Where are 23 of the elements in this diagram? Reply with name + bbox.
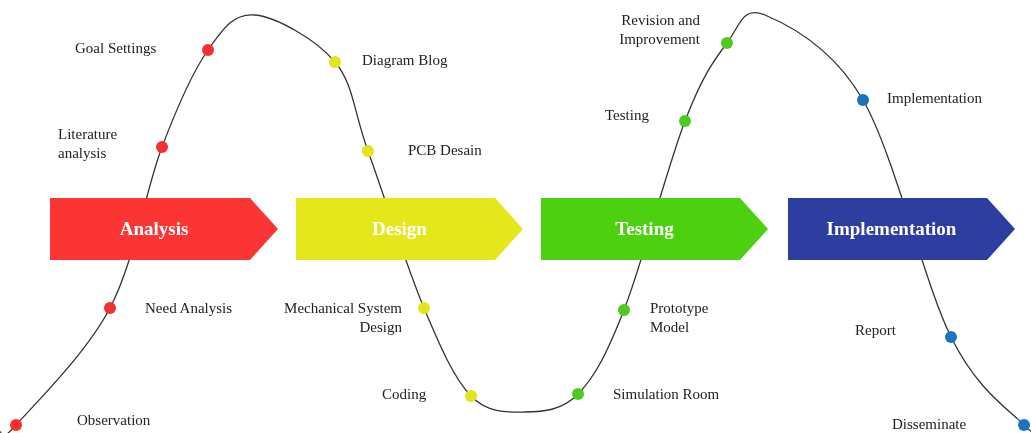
phase-label: Testing: [614, 217, 675, 241]
phase-label: Implementation: [825, 217, 958, 241]
phase-banner: [788, 198, 1015, 260]
milestone-label: Revision and Improvement: [618, 11, 700, 49]
milestone-label: Need Analysis: [145, 299, 234, 318]
milestone-label: Prototype Model: [650, 299, 710, 337]
phase-banner: [50, 198, 278, 260]
milestone-label: Testing: [605, 106, 650, 125]
milestone-label: Observation: [77, 411, 152, 430]
milestone-label: Diagram Blog: [362, 51, 449, 70]
milestone-label: Literature analysis: [58, 125, 119, 163]
phase-banner: [296, 198, 523, 260]
phase-label: Design: [371, 217, 428, 241]
phase-label: Analysis: [118, 217, 190, 241]
milestone-label: Coding: [382, 385, 428, 404]
milestone-label: PCB Desain: [408, 141, 483, 160]
phase-banner: [541, 198, 768, 260]
milestone-label: Simulation Room: [613, 385, 721, 404]
milestone-label: Disseminate: [892, 415, 968, 433]
milestone-label: Report: [855, 321, 897, 340]
milestone-label: Mechanical System Design: [283, 299, 402, 337]
milestone-label: Goal Settings: [75, 39, 158, 58]
milestone-label: Implementation: [887, 89, 983, 108]
